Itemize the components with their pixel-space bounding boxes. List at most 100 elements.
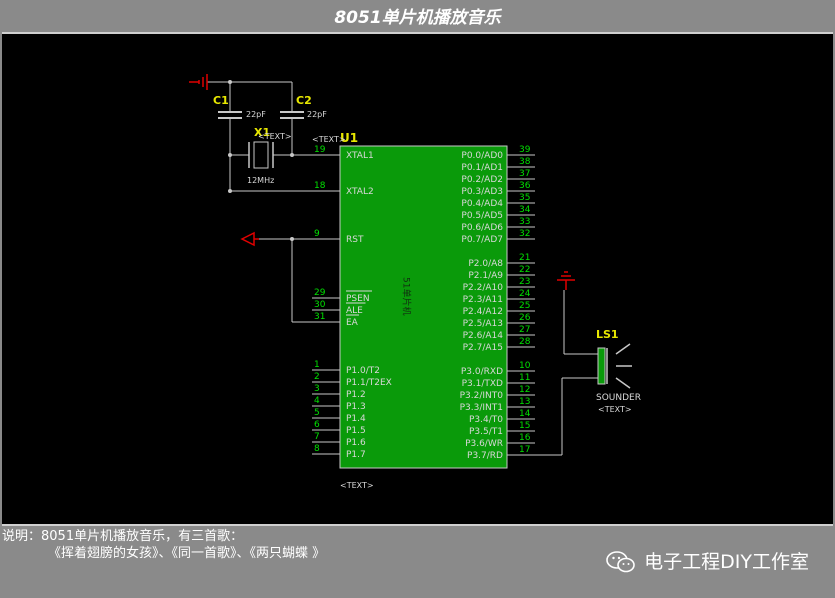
pin-number: 7 (314, 432, 320, 442)
pin-number: 30 (314, 300, 326, 310)
pin-name: PSEN (346, 294, 370, 304)
pin-number: 9 (314, 229, 320, 239)
pin-name: P1.5 (346, 426, 366, 436)
pin-name: P2.4/A12 (463, 307, 503, 317)
pin-number: 38 (519, 157, 531, 167)
pin-number: 2 (314, 372, 320, 382)
reset-arrow (240, 231, 255, 247)
pin-name: P0.5/AD5 (461, 211, 503, 221)
chip-text-placeholder: <TEXT> (312, 135, 346, 144)
chip-ref: U1 (340, 131, 358, 145)
pin-number: 6 (314, 420, 320, 430)
pin-number: 10 (519, 361, 531, 371)
pin-number: 3 (314, 384, 320, 394)
pin-name: P0.3/AD3 (461, 187, 503, 197)
pin-number: 36 (519, 181, 531, 191)
pin-name: P1.0/T2 (346, 366, 380, 376)
pin-number: 24 (519, 289, 531, 299)
sounder-text-placeholder: <TEXT> (598, 405, 632, 414)
pin-name: P0.7/AD7 (461, 235, 503, 245)
pin-number: 5 (314, 408, 320, 418)
wechat-icon (606, 551, 635, 573)
pin-name: EA (346, 318, 359, 328)
pin-number: 4 (314, 396, 320, 406)
pin-number: 19 (314, 145, 326, 155)
chip-bottom-text: <TEXT> (340, 481, 374, 490)
sound-wave (615, 343, 631, 355)
pin-name: P3.2/INT0 (460, 391, 504, 401)
pin-number: 33 (519, 217, 530, 227)
pin-name: P3.5/T1 (469, 427, 503, 437)
pin-name: P2.2/A10 (463, 283, 504, 293)
sounder-value: SOUNDER (596, 393, 641, 403)
crystal-body (253, 141, 269, 169)
pin-number: 17 (519, 445, 530, 455)
pin-name: XTAL1 (346, 151, 374, 161)
pin-name: P1.1/T2EX (346, 378, 392, 388)
pin-name: P2.5/A13 (463, 319, 503, 329)
crystal-value: 12MHz (247, 176, 274, 185)
pin-name: P3.3/INT1 (460, 403, 503, 413)
pin-name: P1.4 (346, 414, 366, 424)
pin-name: P0.4/AD4 (461, 199, 503, 209)
pin-name: P3.1/TXD (462, 379, 503, 389)
pin-number: 26 (519, 313, 531, 323)
pin-number: 23 (519, 277, 530, 287)
capacitor-ref: C1 (213, 94, 229, 107)
brand-name: 电子工程DIY工作室 (644, 550, 809, 573)
sounder-ref: LS1 (596, 328, 619, 341)
pin-number: 27 (519, 325, 530, 335)
pin-number: 15 (519, 421, 530, 431)
pin-number: 37 (519, 169, 530, 179)
pin-number: 28 (519, 337, 531, 347)
pin-name: P3.0/RXD (461, 367, 503, 377)
pin-name: P2.0/A8 (468, 259, 503, 269)
pin-name: XTAL2 (346, 187, 374, 197)
pin-name: P3.4/T0 (469, 415, 503, 425)
pin-name: P2.7/A15 (463, 343, 503, 353)
pin-name: ALE (346, 306, 363, 316)
sounder-body (597, 347, 606, 385)
pin-number: 39 (519, 145, 531, 155)
pin-number: 34 (519, 205, 531, 215)
pin-name: P1.6 (346, 438, 366, 448)
description-line-2: 《挥着翅膀的女孩》、《同一首歌》、《两只蝴蝶 》 (48, 546, 326, 561)
brand-watermark: 电子工程DIY工作室 (606, 550, 809, 574)
pin-number: 14 (519, 409, 531, 419)
pin-number: 8 (314, 444, 320, 454)
pin-number: 35 (519, 193, 530, 203)
schematic-diagram: U1<TEXT><TEXT>51单片机19XTAL118XTAL29RST29P… (189, 74, 641, 490)
chip-body (339, 145, 508, 469)
sound-wave (615, 377, 631, 389)
pin-number: 22 (519, 265, 530, 275)
pin-name: P0.0/AD0 (461, 151, 503, 161)
pin-number: 31 (314, 312, 325, 322)
pin-number: 21 (519, 253, 530, 263)
pin-name: P2.1/A9 (468, 271, 503, 281)
crystal-text-placeholder: <TEXT> (258, 132, 292, 141)
pin-name: P3.7/RD (467, 451, 503, 461)
capacitor-value: 22pF (246, 110, 266, 119)
crystal-ref: X1 (254, 126, 270, 139)
pin-name: P1.2 (346, 390, 366, 400)
pin-number: 25 (519, 301, 530, 311)
page-title: 8051单片机播放音乐 (0, 0, 835, 30)
pin-name: P2.6/A14 (463, 331, 504, 341)
pin-number: 1 (314, 360, 320, 370)
pin-name: RST (346, 235, 364, 245)
description-line-1: 说明：8051单片机播放音乐，有三首歌： (2, 529, 244, 544)
capacitor-ref: C2 (296, 94, 312, 107)
junction-dot (228, 153, 232, 157)
pin-number: 16 (519, 433, 531, 443)
footer: 说明：8051单片机播放音乐，有三首歌： 《挥着翅膀的女孩》、《同一首歌》、《两… (0, 528, 835, 598)
pin-number: 11 (519, 373, 530, 383)
pin-number: 32 (519, 229, 530, 239)
pin-number: 13 (519, 397, 530, 407)
junction-dot (228, 189, 232, 193)
pin-name: P0.2/AD2 (461, 175, 503, 185)
pin-name: P1.7 (346, 450, 366, 460)
pin-number: 18 (314, 181, 326, 191)
pin-name: P0.6/AD6 (461, 223, 503, 233)
pin-number: 12 (519, 385, 530, 395)
